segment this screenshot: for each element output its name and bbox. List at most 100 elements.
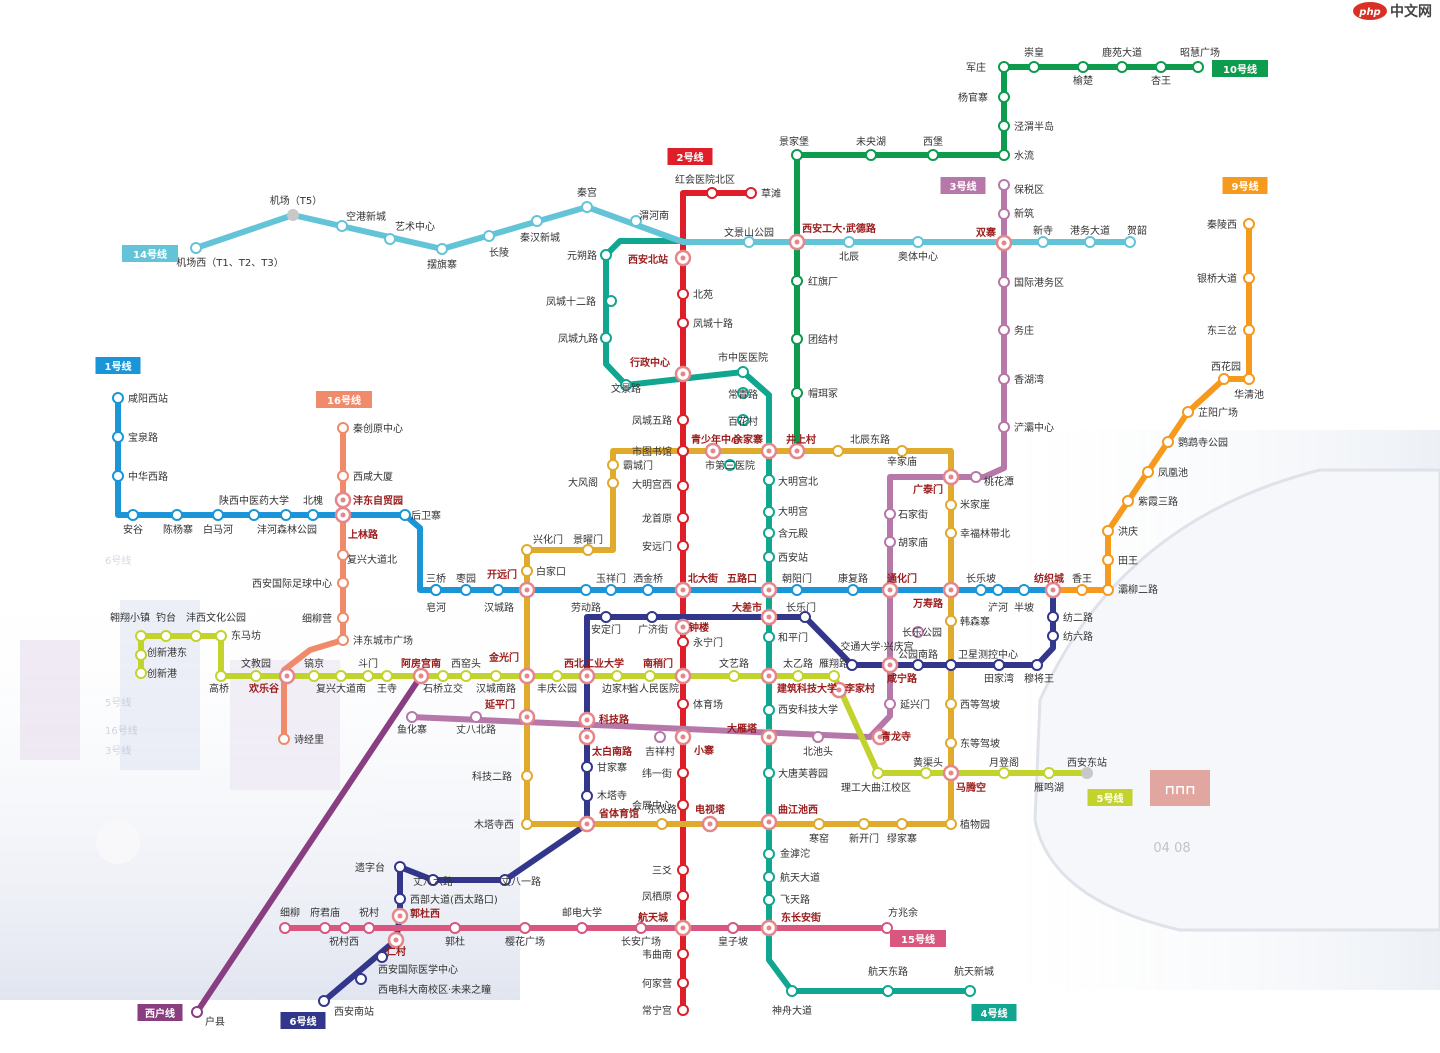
station[interactable]: 郭杜 <box>445 922 465 948</box>
station[interactable]: 大唐芙蓉园 <box>763 767 828 780</box>
station[interactable]: 永宁门 <box>677 636 723 649</box>
station[interactable]: 井上村 <box>786 433 816 460</box>
station[interactable]: 汉城路 <box>484 584 514 614</box>
line-badge-l1[interactable]: 1号线 <box>95 357 141 374</box>
station[interactable]: 西窑头 <box>451 657 481 682</box>
station[interactable]: 西安科技大学 <box>763 703 838 716</box>
station[interactable]: 西安国际医学中心 <box>376 951 458 976</box>
station[interactable]: 何家营 <box>642 977 689 990</box>
station[interactable]: 胡家庙 <box>884 536 928 549</box>
station[interactable]: 西安工大·武德路 <box>788 222 877 251</box>
station[interactable]: 穆将王 <box>1024 659 1054 685</box>
line-badge-l5[interactable]: 5号线 <box>1087 789 1133 806</box>
station[interactable]: 祝村西 <box>329 922 359 948</box>
station[interactable]: 百花村 <box>728 414 758 428</box>
station[interactable]: 翱翔小镇 <box>110 611 150 642</box>
station[interactable]: 省人民医院 <box>629 670 679 695</box>
station[interactable]: 仁村 <box>386 931 406 958</box>
line-badge-l16[interactable]: 16号线 <box>316 391 372 408</box>
station[interactable]: 大雁塔 <box>727 722 778 746</box>
station[interactable]: 西部大道(西太路口) <box>394 893 498 906</box>
station[interactable]: 景曜门 <box>573 533 603 556</box>
station[interactable]: 长乐公园 <box>902 626 942 639</box>
station[interactable]: 斗门 <box>358 657 378 682</box>
line-badge-l10[interactable]: 10号线 <box>1212 60 1268 77</box>
station[interactable]: 兴化门 <box>521 533 563 556</box>
station[interactable]: 太白南路 <box>578 728 633 758</box>
station[interactable]: 祝村 <box>359 906 379 934</box>
station[interactable]: 田家湾 <box>984 659 1014 685</box>
station[interactable]: 紫霞三路 <box>1122 495 1178 508</box>
station[interactable]: 丰庆公园 <box>537 670 577 695</box>
station[interactable]: 浐灞中心 <box>998 421 1054 434</box>
station[interactable]: 草滩 <box>745 187 781 200</box>
station[interactable]: 航天新城 <box>954 965 994 997</box>
station[interactable]: 王寺 <box>377 670 397 695</box>
station[interactable]: 半坡 <box>1014 584 1034 614</box>
station[interactable]: 文教园 <box>241 657 271 682</box>
station[interactable]: 沣西文化公园 <box>186 611 246 642</box>
station[interactable]: 飞天路 <box>763 893 810 906</box>
station[interactable]: 沣东自贸园 <box>334 491 403 509</box>
station[interactable]: 西电科大南校区·未来之瞳 <box>355 973 491 996</box>
station[interactable]: 航天东路 <box>868 965 908 997</box>
station[interactable]: 太乙路 <box>783 657 813 682</box>
station[interactable]: 南稍门 <box>643 657 692 685</box>
station[interactable]: 凤城九路 <box>558 332 612 345</box>
station[interactable]: 华清池 <box>1234 373 1264 401</box>
station[interactable]: 市中医医院 <box>718 351 768 378</box>
station[interactable]: 航天城 <box>638 911 692 937</box>
station[interactable]: 丈八一路 <box>499 874 541 888</box>
station[interactable]: 石家街 <box>884 508 928 521</box>
station[interactable]: 北大街 <box>674 572 718 599</box>
station[interactable]: 钓台 <box>156 611 176 642</box>
station[interactable]: 甘家寨 <box>581 761 627 774</box>
station[interactable]: 杨官寨 <box>958 91 1010 104</box>
station[interactable]: 常宁宫 <box>642 1004 689 1017</box>
station[interactable]: 浐河 <box>988 584 1008 614</box>
station[interactable]: 含元殿 <box>763 527 808 540</box>
station[interactable]: 东三岔 <box>1207 324 1255 337</box>
station[interactable]: 朝阳门 <box>782 572 812 596</box>
station[interactable]: 长乐门 <box>786 601 816 623</box>
station[interactable]: 韦曲南 <box>642 948 689 961</box>
line-badge-l14[interactable]: 14号线 <box>122 245 178 262</box>
station[interactable]: 木塔寺 <box>581 789 627 802</box>
station[interactable]: 大明宫北 <box>763 474 818 488</box>
station[interactable]: 安定门 <box>591 611 621 636</box>
station[interactable]: 东等驾坡 <box>945 737 1000 750</box>
station[interactable]: 马腾空 <box>942 764 986 794</box>
station[interactable]: 缪家寨 <box>887 818 917 845</box>
station[interactable]: 北苑 <box>677 288 713 301</box>
station[interactable]: 大差市 <box>732 601 778 626</box>
station[interactable]: 秦陵西 <box>1207 218 1255 231</box>
station[interactable]: 安远门 <box>642 540 689 553</box>
station[interactable]: 长乐坡 <box>966 572 996 596</box>
station[interactable]: 寒窑 <box>809 818 829 845</box>
station[interactable]: 咸宁路 <box>881 656 918 685</box>
station[interactable]: 金光门 <box>488 651 536 685</box>
station[interactable]: 辛家庙 <box>887 445 917 468</box>
station[interactable]: 贺韶 <box>1124 224 1147 248</box>
station[interactable]: 玉祥门 <box>596 572 626 596</box>
station[interactable]: 汉城南路 <box>476 670 516 695</box>
station[interactable]: 万寿路 <box>912 581 960 610</box>
station[interactable]: 灞柳二路 <box>1102 583 1158 596</box>
station[interactable]: 公园南路 <box>898 648 938 671</box>
station[interactable]: 常青路 <box>728 387 758 401</box>
station[interactable]: 鱼化寨 <box>397 711 427 736</box>
station[interactable]: 体育场 <box>677 698 723 711</box>
station[interactable]: 新寺 <box>1033 224 1053 248</box>
station[interactable]: 青龙寺 <box>871 728 911 746</box>
station[interactable]: 西安站 <box>763 551 808 564</box>
station[interactable]: 秦宫 <box>577 186 597 213</box>
station[interactable]: 黄渠头 <box>913 756 943 779</box>
station[interactable]: 航天大道 <box>763 871 820 884</box>
station[interactable]: 红会医院北区 <box>675 173 735 199</box>
station[interactable]: 户县 <box>191 1006 225 1028</box>
station[interactable]: 欢乐谷 <box>248 667 296 695</box>
station[interactable]: 长陵 <box>483 230 509 259</box>
station[interactable]: 延平门 <box>484 698 536 726</box>
station[interactable]: 丈八北路 <box>456 711 496 736</box>
station[interactable]: 电视塔 <box>695 803 726 833</box>
